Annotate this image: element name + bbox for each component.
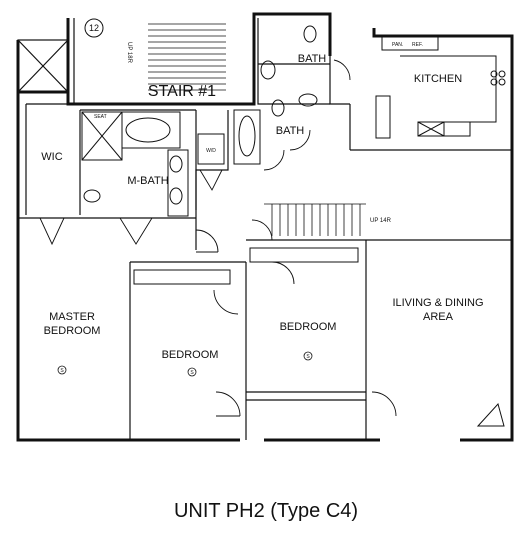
thin-walls [17, 18, 512, 440]
unit-number-circle [84, 18, 104, 38]
smoke-detector-master [57, 365, 67, 375]
living-label-1: ILIVING & DINING [392, 297, 483, 309]
smoke-detector-label: S [190, 370, 194, 376]
up-14r-label: UP 14R [370, 218, 392, 224]
plan-caption: UNIT PH2 (Type C4) [173, 500, 359, 522]
bedroom-left-label: BEDROOM [162, 349, 219, 361]
smoke-detector-bedroom-mid [303, 351, 313, 361]
wd-label: W/D [206, 148, 216, 154]
ref-label: REF. [412, 42, 423, 48]
pan-label: PAN. [392, 42, 403, 48]
stair-treads [148, 23, 366, 236]
unit-number: 12 [89, 23, 99, 33]
seat-label: SEAT [94, 114, 107, 120]
master-bedroom-label-2: BEDROOM [44, 325, 101, 337]
smoke-detector-label: S [60, 368, 64, 374]
smoke-detector-bedroom-left [187, 367, 197, 377]
bath-top-label: BATH [298, 53, 327, 65]
smoke-detector-label: S [306, 354, 310, 360]
bath-mid-label: BATH [276, 125, 305, 137]
kitchen-label: KITCHEN [414, 73, 462, 85]
bedroom-mid-label: BEDROOM [280, 321, 337, 333]
stair-up-label: UP 18R [126, 42, 132, 64]
master-bedroom-label-1: MASTER [49, 311, 95, 323]
wic-label: WIC [41, 151, 62, 163]
door-swings [39, 59, 397, 417]
fixtures [81, 25, 506, 427]
stair-label: STAIR #1 [148, 83, 216, 100]
m-bath-label: M-BATH [127, 175, 168, 187]
living-label-2: AREA [423, 311, 454, 323]
